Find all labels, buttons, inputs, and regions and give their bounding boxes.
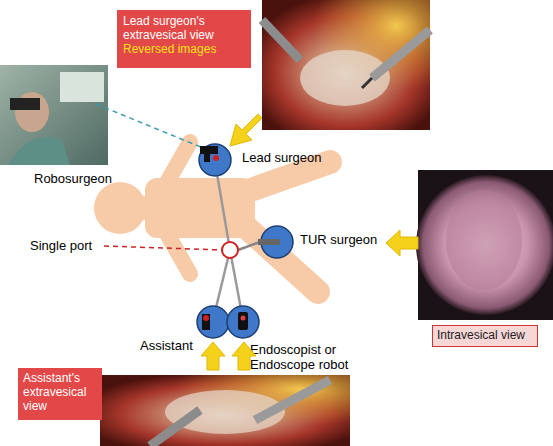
circle-fill — [227, 306, 259, 338]
node-text: Endoscopist or Endoscope robot — [250, 343, 350, 373]
surgeon-position: Endoscopist or Endoscope robot — [226, 305, 260, 339]
yellow-arrow — [201, 114, 418, 370]
circle-fill — [199, 144, 231, 176]
node-text: Intravesical view — [437, 329, 533, 343]
annotation-label: Single port — [30, 239, 110, 254]
circle-fill — [261, 226, 293, 258]
intravesical-photo — [416, 170, 553, 320]
label-box: Intravesical view — [432, 325, 538, 347]
instrument-icon — [200, 146, 280, 330]
node-text: Lead surgeon's extravesical view — [123, 15, 245, 43]
circle-fill — [197, 306, 229, 338]
label-box: Assistant's extravesical view — [18, 368, 102, 420]
robosurgeon-photo — [0, 65, 108, 165]
node-text: Lead surgeon — [242, 151, 352, 166]
surgeon-position: Lead surgeon — [198, 143, 232, 177]
annotation-label: Robosurgeon — [34, 172, 124, 187]
label-box: Lead surgeon's extravesical viewReversed… — [117, 10, 251, 68]
single-port — [222, 242, 238, 258]
node-text: TUR surgeon — [300, 233, 410, 248]
surgeon-position: Assistant — [196, 305, 230, 339]
circle-outline — [260, 225, 294, 259]
leader-line — [96, 104, 208, 150]
assistant-photo — [100, 375, 350, 446]
extravesical-photo — [262, 0, 430, 130]
node-text: Assistant's extravesical view — [23, 372, 97, 413]
node-text: Reversed images — [123, 43, 245, 57]
surgeon-position: TUR surgeon — [260, 225, 294, 259]
circle-outline — [196, 305, 230, 339]
circle-outline — [198, 143, 232, 177]
circle-outline — [226, 305, 260, 339]
leader-line — [104, 246, 223, 250]
instrument-shaft — [213, 162, 260, 320]
node-text: Assistant — [140, 339, 210, 354]
